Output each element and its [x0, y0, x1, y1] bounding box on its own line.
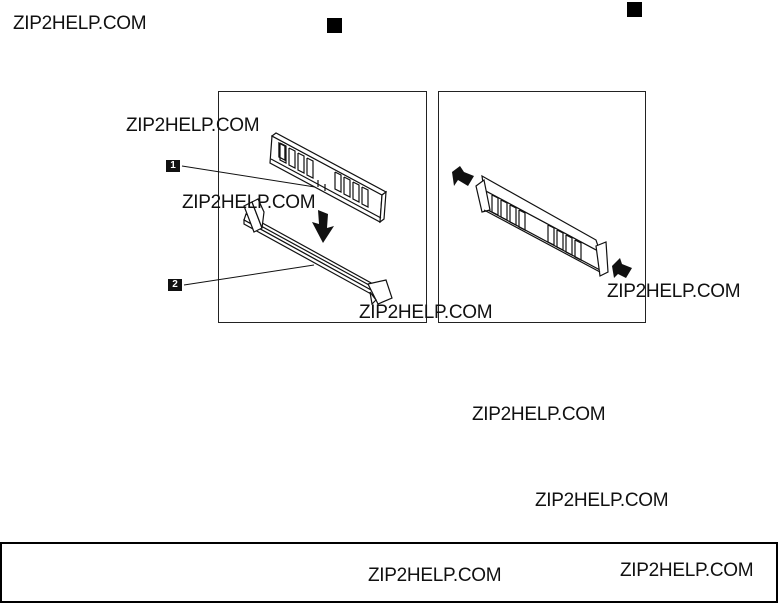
leader-line — [183, 264, 315, 286]
memory-slot — [243, 198, 393, 306]
watermark-text: ZIP2HELP.COM — [126, 115, 260, 136]
figure-panel-latch-memory — [438, 91, 646, 323]
memory-module — [269, 132, 388, 224]
leader-line — [181, 165, 316, 188]
watermark-text: ZIP2HELP.COM — [359, 302, 493, 323]
watermark-text: ZIP2HELP.COM — [535, 490, 669, 511]
watermark-text: ZIP2HELP.COM — [620, 560, 754, 581]
watermark-text: ZIP2HELP.COM — [368, 565, 502, 586]
bullet-square — [627, 2, 642, 17]
note-box — [0, 542, 778, 603]
down-arrow-icon — [312, 210, 334, 243]
watermark-text: ZIP2HELP.COM — [472, 404, 606, 425]
callout-marker-2: 2 — [168, 279, 182, 291]
arrow-left-icon — [612, 258, 632, 278]
bullet-square — [327, 18, 342, 33]
watermark-text: ZIP2HELP.COM — [13, 13, 147, 34]
watermark-text: ZIP2HELP.COM — [607, 281, 741, 302]
watermark-text: ZIP2HELP.COM — [182, 192, 316, 213]
callout-marker-1: 1 — [166, 160, 180, 172]
arrow-right-icon — [452, 166, 474, 186]
seated-memory-module — [475, 174, 609, 277]
